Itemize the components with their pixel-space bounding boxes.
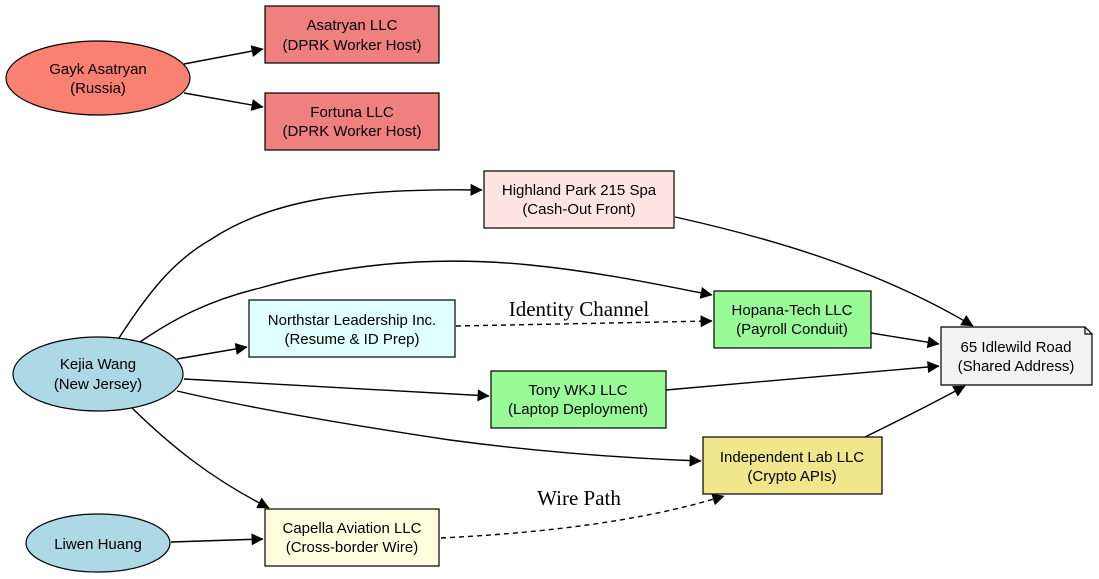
node-shape xyxy=(713,290,872,349)
node-shape xyxy=(25,513,171,573)
node-label-name: Gayk Asatryan xyxy=(49,61,147,78)
node-shape xyxy=(483,170,675,229)
node-fortuna-llc: Fortuna LLC (DPRK Worker Host) xyxy=(264,92,440,151)
node-shape xyxy=(490,370,667,429)
node-hopana-tech-llc: Hopana-Tech LLC (Payroll Conduit) xyxy=(713,290,872,349)
node-shape xyxy=(940,326,1093,386)
node-label-name: Northstar Leadership Inc. xyxy=(268,312,436,329)
node-capella-aviation-llc: Capella Aviation LLC (Cross-border Wire) xyxy=(264,508,440,567)
node-label-detail: (DPRK Worker Host) xyxy=(283,37,422,54)
edge-tony-to-idlewild xyxy=(665,361,940,391)
node-shape xyxy=(702,436,883,495)
edge-kejia-to-hopana xyxy=(139,260,713,343)
node-65-idlewild-road: 65 Idlewild Road (Shared Address) xyxy=(940,326,1093,386)
edge-northstar-to-hopana xyxy=(455,315,713,328)
edge-gayk-to-asatryan xyxy=(183,45,264,65)
edge-highland-to-idlewild xyxy=(674,216,974,327)
edge-label-identity-channel: Identity Channel xyxy=(509,297,650,321)
node-label-detail: (Russia) xyxy=(70,80,126,97)
edge-kejia-to-tony xyxy=(183,378,490,402)
edge-kejia-to-northstar xyxy=(176,343,248,360)
node-shape xyxy=(264,92,440,151)
node-kejia-wang: Kejia Wang (New Jersey) xyxy=(12,336,184,412)
node-shape xyxy=(248,299,456,358)
node-label-detail: (Laptop Deployment) xyxy=(508,401,648,418)
node-label-detail: (Cross-border Wire) xyxy=(286,539,419,556)
node-label-name: Hopana-Tech LLC xyxy=(732,302,853,319)
node-gayk-asatryan: Gayk Asatryan (Russia) xyxy=(5,40,191,116)
node-label-detail: (Crypto APIs) xyxy=(747,468,836,485)
node-label-name: Kejia Wang xyxy=(60,356,136,373)
node-tony-wkj-llc: Tony WKJ LLC (Laptop Deployment) xyxy=(490,370,667,429)
edge-kejia-to-capella xyxy=(131,407,270,509)
node-label-detail: (Cash-Out Front) xyxy=(522,201,635,218)
node-label-detail: (Resume & ID Prep) xyxy=(284,331,419,348)
edge-independent-to-idlewild xyxy=(864,385,966,438)
edge-liwen-to-capella xyxy=(170,533,264,546)
edge-kejia-to-independent xyxy=(176,390,702,467)
node-asatryan-llc: Asatryan LLC (DPRK Worker Host) xyxy=(264,5,440,64)
node-independent-lab-llc: Independent Lab LLC (Crypto APIs) xyxy=(702,436,883,495)
node-shape xyxy=(264,508,440,567)
node-label-detail: (Shared Address) xyxy=(958,358,1075,375)
node-label-detail: (Payroll Conduit) xyxy=(736,321,848,338)
node-label-name: 65 Idlewild Road xyxy=(961,339,1072,356)
node-shape xyxy=(5,40,191,116)
node-northstar-leadership: Northstar Leadership Inc. (Resume & ID P… xyxy=(248,299,456,358)
edge-gayk-to-fortuna xyxy=(183,92,264,111)
node-liwen-huang: Liwen Huang xyxy=(25,513,171,573)
node-label-detail: (New Jersey) xyxy=(54,376,142,393)
edge-label-wire-path: Wire Path xyxy=(537,486,621,510)
node-highland-park-spa: Highland Park 215 Spa (Cash-Out Front) xyxy=(483,170,675,229)
edges xyxy=(118,45,974,546)
node-label-name: Capella Aviation LLC xyxy=(283,520,422,537)
node-shape xyxy=(264,5,440,64)
node-label-name: Fortuna LLC xyxy=(310,104,394,121)
node-label-name: Asatryan LLC xyxy=(307,17,398,34)
node-label-name: Highland Park 215 Spa xyxy=(502,182,657,199)
edge-capella-to-independent xyxy=(440,493,725,539)
edge-hopana-to-idlewild xyxy=(870,332,940,349)
node-label-name: Tony WKJ LLC xyxy=(528,382,627,399)
node-label-detail: (DPRK Worker Host) xyxy=(283,123,422,140)
edge-kejia-to-highland xyxy=(118,183,483,339)
node-shape xyxy=(12,336,184,412)
node-label-name: Liwen Huang xyxy=(54,536,142,553)
note-fold-icon xyxy=(1084,327,1092,335)
node-label-name: Independent Lab LLC xyxy=(720,449,864,466)
